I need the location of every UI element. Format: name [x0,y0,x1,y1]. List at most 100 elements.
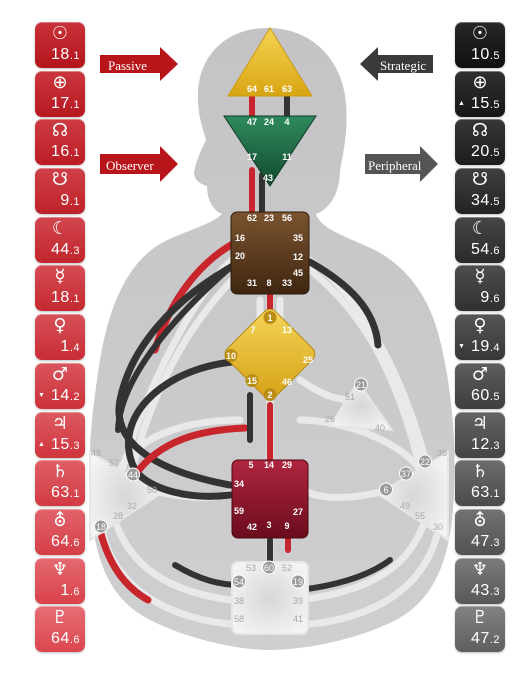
gate-23-label: 23 [264,213,274,223]
line-value: .5 [489,50,500,62]
gate-52-label: 52 [282,563,292,573]
personality-planet-tile[interactable]: ⛢47.3 [455,508,505,555]
design-planet-tile[interactable]: ⊕17.1 [35,70,85,117]
pluto-icon: ♇ [471,607,489,629]
gate-15-label: 15 [247,376,257,386]
line-value: .5 [489,147,500,160]
sun-icon: ☉ [471,23,489,44]
north-node-icon: ☊ [52,120,68,142]
gate-58-label: 58 [234,614,244,624]
gate-34-label: 34 [234,479,244,489]
gate-4-label: 4 [284,117,289,127]
active-gate-marker [224,349,238,362]
arrow-label-observer: Observer [106,158,154,173]
line-value: .1 [69,196,80,209]
gate-31-label: 31 [247,278,257,288]
gate-line-value: 60.5 [471,387,500,406]
design-planet-tile[interactable]: ⛢64.6 [35,508,85,555]
gate-line-value: 19.4 [471,338,500,357]
active-gate-marker [399,466,413,481]
mercury-icon: ☿ [474,266,486,288]
gate-59-label: 59 [234,506,244,516]
design-planet-tile[interactable]: ♆1.6 [35,557,85,604]
personality-planet-tile[interactable]: ☊20.5 [455,119,505,166]
earth-icon: ⊕ [472,71,488,93]
gate-value: 9 [480,289,490,307]
gate-48-label: 48 [91,448,101,458]
gate-line-value: 1.4 [60,338,80,357]
moon-icon: ☾ [471,217,489,239]
gate-value: 47 [471,630,490,648]
gate-value: 9 [60,192,70,210]
gate-line-value: 34.5 [471,192,500,211]
gate-19-label: 19 [293,577,303,587]
ajna-center [223,115,317,187]
gate-line-value: 16.1 [51,143,80,162]
gate-27-label: 27 [293,507,303,517]
design-planet-tile[interactable]: ♇64.6 [35,606,85,653]
south-node-icon: ☋ [472,169,488,191]
exalted-marker-icon: ▲ [38,440,45,448]
gate-57-label: 57 [109,458,119,468]
gate-8-label: 8 [266,278,271,288]
design-planet-tile[interactable]: ☿18.1 [35,265,85,312]
design-planet-tile[interactable]: ☉18.1 [35,22,85,68]
sacral-center [231,459,309,539]
personality-planet-tile[interactable]: ♇47.2 [455,606,505,653]
gate-line-value: 14.2 [51,387,80,406]
design-planet-tile[interactable]: ♃15.3▲ [35,411,85,458]
design-planet-tile[interactable]: ♄63.1 [35,460,85,507]
line-value: .4 [69,342,80,355]
neptune-icon: ♆ [51,558,69,580]
south-node-icon: ☋ [52,169,68,191]
gate-24-label: 24 [264,117,274,127]
gate-value: 54 [471,240,490,258]
design-planet-tile[interactable]: ♂14.2▼ [35,362,85,409]
gate-value: 20 [471,143,490,161]
channel-10-34 [125,358,236,500]
gate-value: 60 [471,386,490,404]
personality-planet-tile[interactable]: ♂60.5 [455,362,505,409]
spleen-center [89,450,162,542]
north-node-icon: ☊ [472,120,488,142]
gate-9-label: 9 [284,521,289,531]
gate-16-label: 16 [235,233,245,243]
active-gate-marker [379,482,393,497]
design-planet-tile[interactable]: ♀1.4 [35,314,85,361]
gate-7-label: 7 [250,325,255,335]
gate-41-label: 41 [293,614,303,624]
jupiter-icon: ♃ [51,412,69,434]
gate-25-label: 25 [303,355,313,365]
arrow-label-strategic: Strategic [380,58,427,73]
personality-planet-tile[interactable]: ⊕15.5▲ [455,70,505,117]
personality-planet-tile[interactable]: ☾54.6 [455,216,505,263]
line-value: .4 [489,342,500,355]
line-value: .1 [489,488,500,501]
design-planet-tile[interactable]: ☋9.1 [35,168,85,215]
gate-6-label: 6 [383,485,388,495]
channel-16-48 [151,236,244,354]
active-channels [96,92,393,604]
line-value: .3 [69,244,80,257]
gate-value: 1 [60,581,70,599]
gate-value: 64 [51,532,70,550]
uranus-icon: ⛢ [53,509,67,531]
gate-line-value: 63.1 [51,484,80,503]
personality-planet-tile[interactable]: ☉10.5 [455,22,505,68]
personality-planet-tile[interactable]: ♀19.4▼ [455,314,505,361]
gate-1-label: 1 [267,313,272,323]
personality-planet-tile[interactable]: ☿9.6 [455,265,505,312]
personality-planet-tile[interactable]: ♃12.3 [455,411,505,458]
gate-54-label: 54 [234,577,244,587]
gate-44-label: 44 [128,470,138,480]
gate-line-value: 47.3 [471,533,500,552]
design-planet-tile[interactable]: ☊16.1 [35,119,85,166]
design-planet-tile[interactable]: ☾44.3 [35,216,85,263]
personality-planet-tile[interactable]: ♄63.1 [455,460,505,507]
gate-value: 64 [51,630,70,648]
line-value: .6 [69,585,80,598]
personality-planet-tile[interactable]: ♆43.3 [455,557,505,604]
personality-planet-tile[interactable]: ☋34.5 [455,168,505,215]
gate-45-label: 45 [293,268,303,278]
